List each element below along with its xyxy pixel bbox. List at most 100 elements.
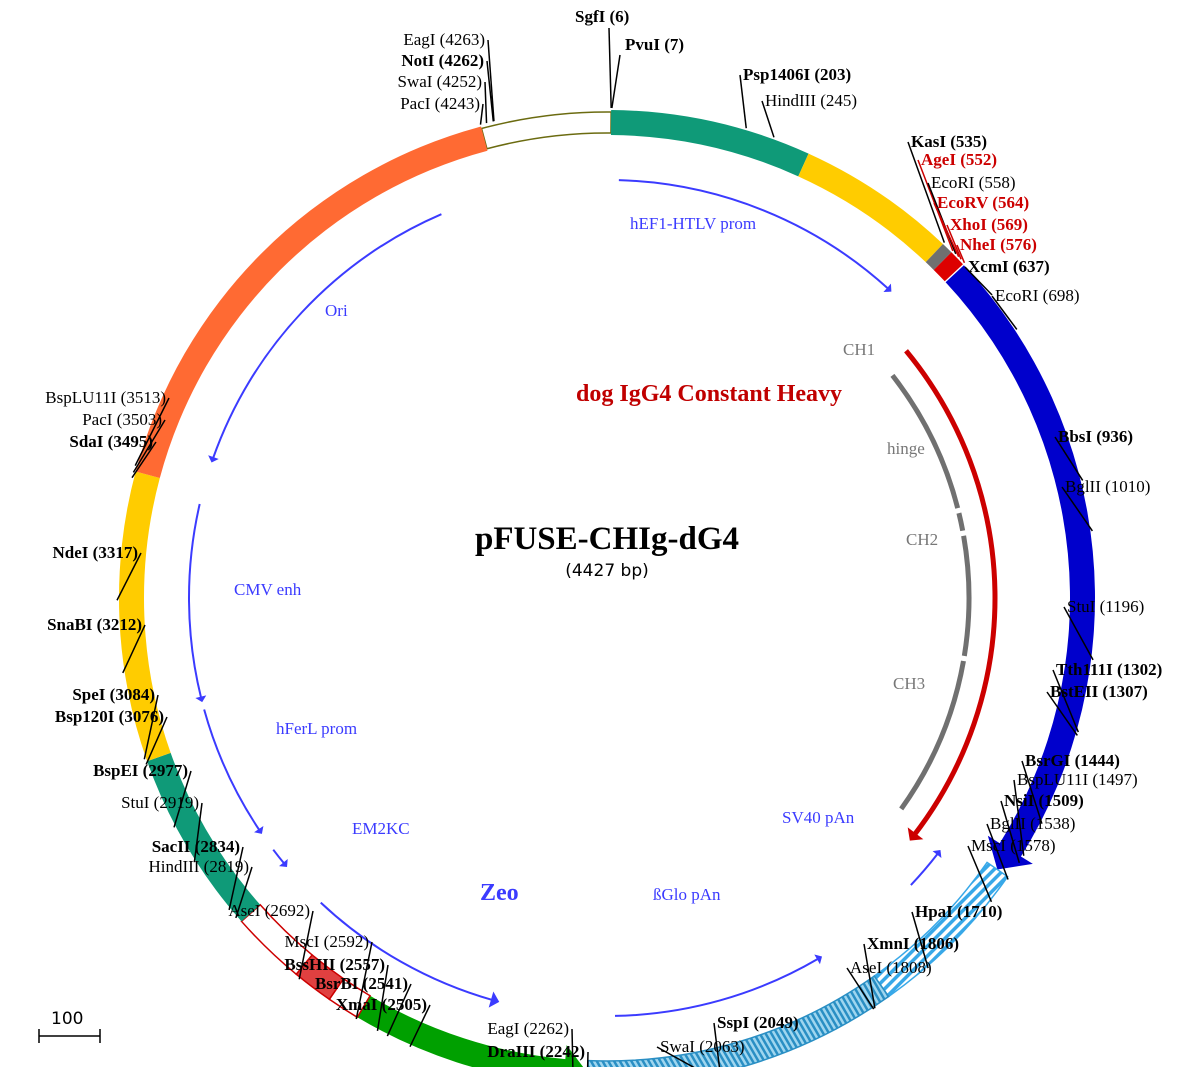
site-label: AseI (1808) [850,958,932,977]
site-tick [586,1051,589,1067]
site-label: NotI (4262) [401,51,484,70]
label-hinge: hinge [887,439,925,458]
ch3-arc [899,660,966,811]
site-label: EagI (2262) [487,1019,569,1038]
site-label: EcoRI (558) [931,173,1016,192]
cmv-arc [188,503,203,699]
site-tick [122,624,146,674]
site-tick [1052,669,1080,733]
site-tick [173,770,192,828]
site-label: Bsp120I (3076) [55,707,164,726]
site-label: BspLU11I (1497) [1017,770,1138,789]
hef1-block [610,110,809,177]
site-label: DraIII (2242) [487,1042,585,1061]
site-label: BspLU11I (3513) [45,388,166,407]
site-tick [608,27,612,109]
label-hferl: hFerL prom [276,719,357,738]
site-tick [1013,779,1025,856]
mcs-box [480,111,612,150]
site-label: KasI (535) [911,132,987,151]
site-label: NheI (576) [960,235,1037,254]
site-label: XcmI (637) [968,257,1050,276]
site-tick [298,910,314,980]
hferl-arc-head [254,826,264,834]
site-tick [1061,486,1094,532]
site-label: NsiI (1509) [1004,791,1084,810]
site-tick [228,846,244,911]
site-tick [571,1028,574,1067]
site-tick [713,1022,721,1067]
site-label: PacI (4243) [400,94,480,113]
site-tick [991,295,1018,330]
site-tick [967,845,993,903]
ch-cds-arrow [945,265,1095,870]
site-label: SdaI (3495) [69,432,153,451]
site-tick [486,60,495,122]
site-label: HindIII (2819) [148,857,249,876]
site-label: BsrGI (1444) [1025,751,1120,770]
site-tick [386,983,412,1037]
site-tick [409,1004,431,1047]
site-tick [911,911,929,969]
site-tick [1046,691,1078,736]
site-tick [1054,436,1084,481]
bglo-pan-arc-head [814,954,823,965]
site-tick [132,419,166,473]
site-tick [933,202,960,258]
site-tick [956,244,966,264]
site-tick [193,802,203,863]
site-tick [946,224,962,260]
bglo-pan-arc [614,957,819,1017]
bglo-pan-block [587,975,890,1067]
hferl-block [147,752,261,922]
site-label: NdeI (3317) [53,543,138,562]
site-tick [145,716,168,765]
dog-igg4-arc [904,349,998,837]
plasmid-size: (4427 bp) [565,561,649,581]
site-tick [611,54,621,109]
label-em2kc: EM2KC [352,819,410,838]
site-label: SspI (2049) [717,1013,799,1032]
ch1-arc [890,373,961,509]
site-label: XhoI (569) [950,215,1028,234]
site-label: Tth111I (1302) [1056,660,1162,679]
label-cmv-enh: CMV enh [234,580,302,599]
site-label: EcoRI (698) [995,286,1080,305]
site-tick [761,100,775,138]
label-zeo: Zeo [480,880,519,906]
site-label: MscI (2592) [284,932,369,951]
site-label: EagI (4263) [403,30,485,49]
label-bglo-pan: ßGlo pAn [653,885,721,904]
em2kc-arc-head [279,859,288,867]
site-tick [739,74,747,129]
site-tick [131,441,157,479]
site-tick [143,694,159,760]
zeo-arc-head [488,991,500,1008]
site-tick [1063,606,1094,661]
ch2-arc [961,535,972,657]
site-label: StuI (2919) [121,793,199,812]
site-tick [863,943,876,1009]
cmv-arc-head [195,695,207,703]
label-sv40-pan: SV40 pAn [782,808,855,827]
site-label: BglII (1538) [990,814,1075,833]
site-label: HindIII (245) [765,91,857,110]
site-tick [846,967,875,1010]
mcs-red-block [933,252,963,282]
site-tick [116,552,142,601]
site-label: Psp1406I (203) [743,65,851,84]
site-label: BspEI (2977) [93,761,188,780]
cmv-block [119,471,171,762]
site-label: SpeI (3084) [72,685,155,704]
site-label: HpaI (1710) [915,902,1002,921]
site-tick [986,823,1009,880]
site-label: BglII (1010) [1065,477,1150,496]
hferl-arc [203,709,261,831]
em2kc-arc [272,849,286,865]
kas-block [925,244,952,270]
restriction-sites: SgfI (6)PvuI (7)Psp1406I (203)HindIII (2… [45,7,1162,1067]
plasmid-name: pFUSE-CHIg-dG4 [475,521,739,557]
ori-arc-head [208,455,219,463]
label-ch1: CH1 [843,340,875,359]
